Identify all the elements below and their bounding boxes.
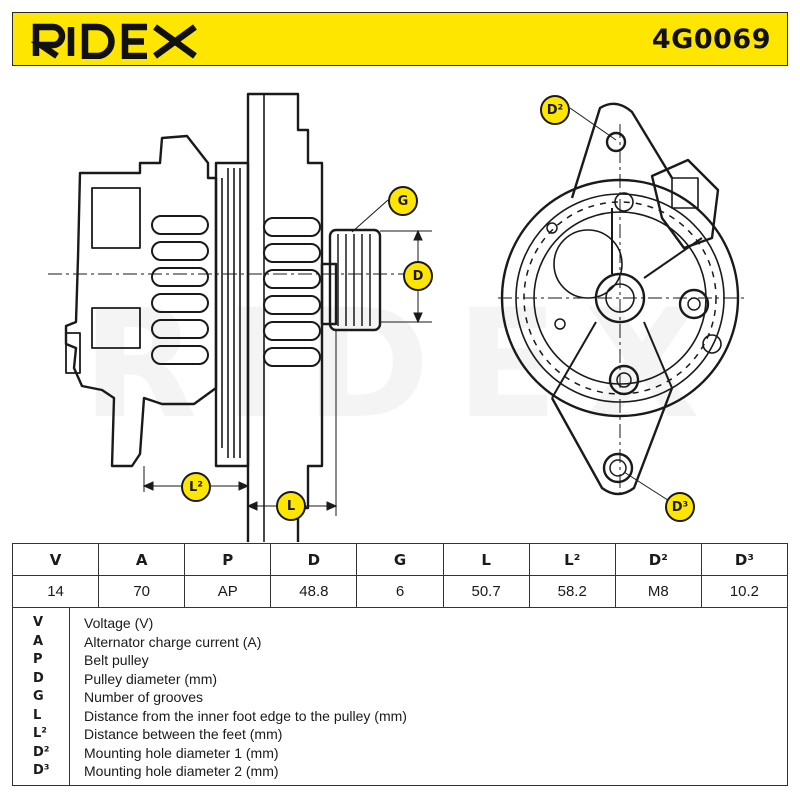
alternator-side-view [48, 92, 744, 542]
spec-value-cell: 6 [356, 575, 444, 608]
legend-item: D² Mounting hole diameter 1 (mm) [13, 745, 787, 763]
legend-item: G Number of grooves [13, 689, 787, 707]
spec-header-cell: L² [528, 543, 616, 576]
spec-header-row: V A P D G L L² D² D³ [11, 543, 789, 576]
label-g-badge: G [388, 186, 418, 216]
legend-item: D Pulley diameter (mm) [13, 671, 787, 689]
spec-value-cell: 50.7 [442, 575, 530, 608]
label-d3-badge: D³ [665, 492, 695, 522]
spec-values-row: 14 70 AP 48.8 6 50.7 58.2 M8 10.2 [11, 575, 789, 608]
ridex-logo [31, 23, 197, 59]
label-d-badge: D [403, 261, 433, 291]
legend-description: Distance between the feet (mm) [84, 726, 283, 742]
spec-header-cell: D³ [700, 543, 789, 576]
legend-key: A [33, 633, 44, 649]
label-l2-badge: L² [181, 472, 211, 502]
legend-item: L Distance from the inner foot edge to t… [13, 708, 787, 726]
legend-key: D² [33, 744, 50, 760]
legend-description: Number of grooves [84, 689, 204, 705]
legend-description: Alternator charge current (A) [84, 633, 262, 650]
legend-key: D³ [33, 763, 50, 778]
spec-value-cell: 14 [11, 575, 100, 608]
legend-description: Mounting hole diameter 2 (mm) [84, 763, 279, 779]
spec-table: V A P D G L L² D² D³ 14 70 AP 48.8 6 50.… [11, 543, 789, 608]
spec-value-cell: AP [184, 575, 272, 608]
legend-key: L [33, 707, 42, 723]
spec-value-cell: 70 [98, 575, 186, 608]
legend-item: P Belt pulley [13, 652, 787, 670]
legend-key: P [33, 652, 43, 667]
spec-header-cell: V [11, 543, 100, 576]
spec-header-cell: P [184, 543, 272, 576]
label-l-badge: L [276, 491, 306, 521]
legend-description: Distance from the inner foot edge to the… [84, 707, 407, 724]
legend-item: D³ Mounting hole diameter 2 (mm) [13, 763, 787, 781]
spec-value-cell: 58.2 [528, 575, 616, 608]
legend-key: D [33, 670, 44, 686]
spec-header-cell: D [270, 543, 358, 576]
technical-drawing: RIDEX [12, 68, 788, 542]
spec-header-cell: D² [614, 543, 702, 576]
spec-value-cell: 48.8 [270, 575, 358, 608]
legend-key: L² [33, 726, 47, 741]
part-number: 4G0069 [651, 24, 771, 55]
spec-header-cell: L [442, 543, 530, 576]
legend-item: L² Distance between the feet (mm) [13, 726, 787, 744]
legend-box: V Voltage (V) A Alternator charge curren… [12, 608, 788, 786]
spec-header-cell: G [356, 543, 444, 576]
legend-item: V Voltage (V) [13, 615, 787, 633]
spec-value-cell: M8 [614, 575, 702, 608]
legend-description: Belt pulley [84, 652, 149, 668]
legend-description: Mounting hole diameter 1 (mm) [84, 744, 279, 761]
spec-value-cell: 10.2 [700, 575, 789, 608]
legend-divider [69, 608, 70, 785]
spec-header-cell: A [98, 543, 186, 576]
header-bar: 4G0069 [12, 12, 788, 66]
label-d2-badge: D² [540, 95, 570, 125]
legend-key: G [33, 689, 44, 704]
legend-description: Voltage (V) [84, 615, 154, 631]
legend-description: Pulley diameter (mm) [84, 670, 218, 687]
legend-key: V [33, 615, 44, 630]
legend-item: A Alternator charge current (A) [13, 634, 787, 652]
